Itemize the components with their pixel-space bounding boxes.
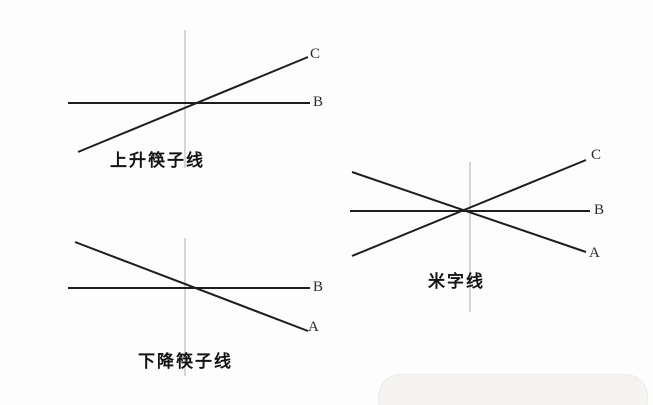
watermark-artifact: [378, 374, 648, 405]
star-label-c: C: [591, 147, 602, 163]
star-label-a: A: [589, 245, 600, 261]
falling-diagonal-line-a: [74, 241, 309, 332]
falling-label-a: A: [308, 319, 319, 335]
falling-label-b: B: [313, 279, 324, 295]
falling-caption: 下降筷子线: [138, 352, 233, 371]
rising-label-c: C: [310, 46, 321, 62]
star-caption: 米字线: [428, 272, 485, 291]
rising-caption: 上升筷子线: [110, 151, 205, 170]
rising-label-b: B: [313, 94, 324, 110]
star-rising-line-c: [351, 159, 587, 257]
star-falling-line-a: [351, 171, 587, 253]
star-label-b: B: [594, 202, 605, 218]
rising-diagonal-line-c: [77, 56, 309, 153]
